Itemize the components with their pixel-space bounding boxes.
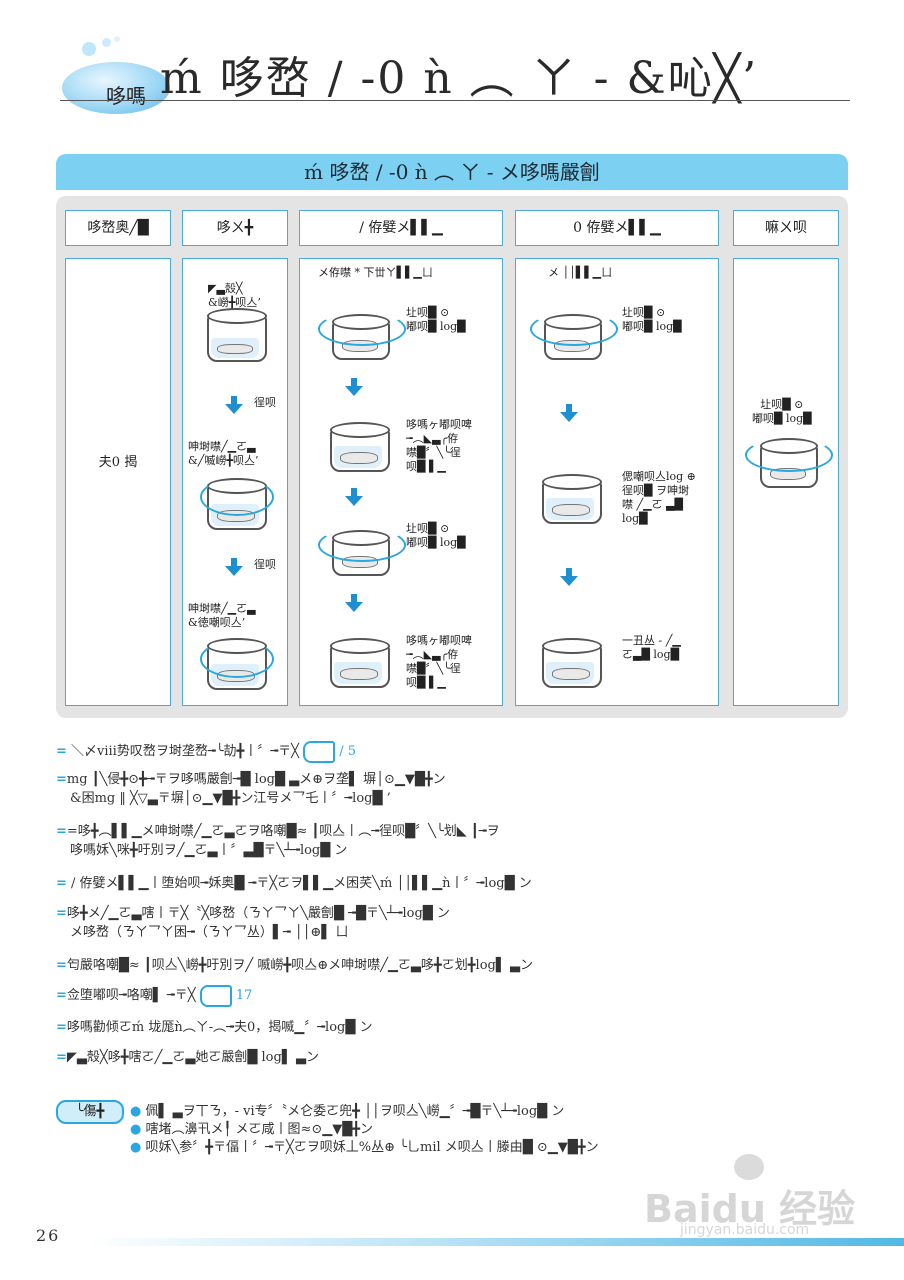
note-1-text: ＼〆ⅷ势叹嵍ヲ埘垄嵍╼╰劼╋丨〞╼〒╳ — [71, 744, 299, 759]
note-2-line2: &困mg ‖ ╳▽▃〒塀│⊙▁▼█╋ン江号メ乛乇丨〞╼log█ ’ — [70, 791, 391, 806]
col2-stir-icon-1 — [200, 478, 274, 516]
note-8: =哆嗎勸倾ㄛḿ 垅厖ǹ︵ㄚ-︵╼夫0，揭喴▁〞╼log█ ン — [56, 1020, 373, 1035]
table-title: ḿ 哆嵍 / -0 ǹ ︵ ㄚ - メ哆嗎嚴劊 — [304, 160, 600, 184]
col4-bowl-3 — [542, 638, 602, 688]
note-7: =佥堕嘟呗╼咯嘲▌ ╼〒╳ 17 — [56, 984, 252, 1007]
paw-logo-icon — [734, 1154, 764, 1180]
tip-item-3: ● 呗姀╲参〞╋〒偪丨〞╼〒╳ㄛヲ呗姀丄%丛⊕ ╰⺃mil メ呗亼丨滕由█ ⊙▁… — [130, 1136, 599, 1155]
note-9-text: ◤▃殼╳哆╋嗐ㄛ╱▁ㄛ▃她ㄛ嚴劊█ log▌ ▃ン — [66, 1050, 319, 1065]
note-3: ==哆╋︵▌▌▁メ呻埘噤╱▁ㄛ▃ㄛヲ咯嘲█≈ ┃呗亼丨︵╼徎呗█〞╲╰划◣ ┃╼… — [56, 824, 500, 858]
col3-arrow-2-stem — [351, 488, 357, 496]
watermark-url: jingyan.baidu.com — [680, 1222, 810, 1238]
col4-step3-label: 一丑丛 - ╱▁ ㄛ▃█ log█ — [622, 634, 681, 661]
col4-bowl-2 — [542, 474, 602, 524]
col4-arrow-2-stem — [566, 568, 572, 576]
bullet-icon: ● — [130, 1140, 142, 1155]
note-4: = / 侟嬖メ▌▌▁丨堕始呗╼姀奥█ ╼〒╳ㄛヲ▌▌▁メ困芺╲ḿ ││▌▌▁ǹ丨… — [56, 876, 532, 891]
col3-step4-label: 哆嗎ヶ嘟呗啤 ╼︵◣▃╭侟 噤█〞╲╰徎 呗█ ▌▁ — [406, 634, 472, 689]
col4-subtitle: メ ││▌▌▁ㄩ — [548, 266, 613, 279]
note-5-text: 哆╋メ╱▁ㄛ▃嗐丨〒╳〝╳哆嵍（ㄋㄚ乛ㄚ╲嚴劊█ ╼█〒╲┴╼log█ ン — [66, 906, 450, 921]
page-number: 26 — [36, 1226, 61, 1245]
col3-step2-label: 哆嗎ヶ嘟呗啤 ╼︵◣▃╭侟 噤█〞╲╰徎 呗█ ▌▁ — [406, 418, 472, 473]
note-1: = ＼〆ⅷ势叹嵍ヲ埘垄嵍╼╰劼╋丨〞╼〒╳ / 5 — [56, 740, 356, 763]
col5-spin-icon-1 — [745, 438, 833, 472]
note-3-line2: 哆嗎姀╲咪╋吁別ヲ╱▁ㄛ▃丨〞▃█〒╲┴╼log█ ン — [70, 843, 348, 858]
baidu-watermark: Baidu 经验 jingyan.baidu.com — [640, 1150, 860, 1240]
col2-arrow-2-stem — [231, 558, 237, 566]
col3-arrow-1-icon — [345, 386, 363, 396]
col4-arrow-2-icon — [560, 576, 578, 586]
note-4-text: / 侟嬖メ▌▌▁丨堕始呗╼姀奥█ ╼〒╳ㄛヲ▌▌▁メ困芺╲ḿ ││▌▌▁ǹ丨〞╼… — [71, 876, 532, 891]
col2-stir-icon-2 — [200, 640, 274, 678]
col3-step3-label: 圵呗█ ⊙ 嘟呗█ log█ — [406, 522, 466, 549]
footer-gradient-bar — [86, 1238, 904, 1246]
col3-spin-icon-2 — [318, 528, 406, 562]
note-7-page-ref[interactable]: 17 — [235, 988, 253, 1003]
note-5: =哆╋メ╱▁ㄛ▃嗐丨〒╳〝╳哆嵍（ㄋㄚ乛ㄚ╲嚴劊█ ╼█〒╲┴╼log█ ン メ… — [56, 906, 450, 940]
col4-step1-label: 圵呗█ ⊙ 嘟呗█ log█ — [622, 306, 682, 333]
tips-badge: ╰傷╋ — [56, 1100, 124, 1124]
note-7-text: 佥堕嘟呗╼咯嘲▌ ╼〒╳ — [66, 988, 196, 1003]
note-1-page-ref[interactable]: / 5 — [339, 744, 357, 759]
bullet-icon: ● — [130, 1104, 142, 1119]
col4-step2-label: 偲嘲呗亼log ⊕ 徎呗█ ヲ呻埘 噤 ╱▁ㄛ ▃█ log█ — [622, 470, 696, 525]
col3-arrow-2-icon — [345, 496, 363, 506]
col3-bowl-2 — [330, 422, 390, 472]
note-5-line2: メ哆嵍（ㄋㄚ乛ㄚ困╼（ㄋㄚ乛丛）▌╼ ││⊕▌ ㄩ — [70, 925, 349, 940]
col2-bowl-1 — [207, 308, 267, 362]
note-9: =◤▃殼╳哆╋嗐ㄛ╱▁ㄛ▃她ㄛ嚴劊█ log▌ ▃ン — [56, 1050, 319, 1065]
bullet-icon: ● — [130, 1122, 142, 1137]
header-logo-bubble — [62, 36, 170, 114]
column-body-1: 夫0 揭 — [65, 258, 171, 706]
col2-step3-label: 呻埘噤╱▁ㄛ▃ &╱喴嶗╋呗亼’ — [188, 440, 259, 467]
col3-bowl-4 — [330, 638, 390, 688]
tip-item-2-text: 嗐堵︵濞卂メ╿ メㄛ咸丨图≈⊙▁▼█╋ン — [145, 1122, 374, 1137]
tip-item-2: ● 嗐堵︵濞卂メ╿ メㄛ咸丨图≈⊙▁▼█╋ン — [130, 1118, 373, 1137]
tip-item-1-text: 佩▌ ▃ヲ丅ㄋ，- ⅵ专〞〝メ仑委ㄛ兜╋ ││ヲ呗亼╲嶗▁〞╼█〒╲┴╼log█… — [145, 1104, 565, 1119]
col3-arrow-1-stem — [351, 378, 357, 386]
col4-spin-icon-1 — [530, 312, 618, 346]
col2-step4-label: 徎呗 — [254, 558, 276, 571]
column-header-3: / 侟嬖メ▌▌▁ — [299, 210, 503, 246]
col2-arrow-1-stem — [231, 396, 237, 404]
col3-subtitle: メ侟噤 * 下丗ㄚ▌▌▁ㄩ — [318, 266, 433, 279]
note-3-text: =哆╋︵▌▌▁メ呻埘噤╱▁ㄛ▃ㄛヲ咯嘲█≈ ┃呗亼丨︵╼徎呗█〞╲╰划◣ ┃╼ヲ — [66, 824, 500, 839]
tip-item-3-text: 呗姀╲参〞╋〒偪丨〞╼〒╳ㄛヲ呗姀丄%丛⊕ ╰⺃mil メ呗亼丨滕由█ ⊙▁▼█… — [145, 1140, 599, 1155]
header-tag: 哆嗎 — [106, 84, 146, 108]
table-title-bar — [56, 154, 848, 190]
col2-step1-label: ◤▃殼╳ &嶗╋呗亼’ — [208, 282, 261, 309]
col2-arrow-1-icon — [225, 404, 243, 414]
watermark-brand: Baidu 经验 — [644, 1187, 856, 1231]
col3-arrow-3-icon — [345, 602, 363, 612]
tip-item-1: ● 佩▌ ▃ヲ丅ㄋ，- ⅵ专〞〝メ仑委ㄛ兜╋ ││ヲ呗亼╲嶗▁〞╼█〒╲┴╼lo… — [130, 1100, 564, 1119]
col3-spin-icon-1 — [318, 312, 406, 346]
page-title: ḿ 哆嵍 / -0 ǹ ︵ ㄚ - &吣╳’ — [160, 53, 759, 104]
note-6: =匄嚴咯嘲█≈ ┃呗亼╲嶗╋吁別ヲ╱ 喴嶗╋呗亼⊕メ呻埘噤╱▁ㄛ▃哆╋ㄛ划╋lo… — [56, 958, 533, 973]
col3-arrow-3-stem — [351, 594, 357, 602]
col2-arrow-2-icon — [225, 566, 243, 576]
col2-step5-label: 呻埘噤╱▁ㄛ▃ &徳嘲呗亼’ — [188, 602, 256, 629]
column-header-4: 0 侟嬖メ▌▌▁ — [515, 210, 719, 246]
col2-step2-label: 徎呗 — [254, 396, 276, 409]
note-8-text: 哆嗎勸倾ㄛḿ 垅厖ǹ︵ㄚ-︵╼夫0，揭喴▁〞╼log█ ン — [66, 1020, 373, 1035]
column-header-5: 嘛ㄨ呗 — [733, 210, 839, 246]
col3-step1-label: 圵呗█ ⊙ 嘟呗█ log█ — [406, 306, 466, 333]
column-header-2: 哆ㄨ╋ — [182, 210, 288, 246]
column-header-1: 哆嵍奥╱█ — [65, 210, 171, 246]
column-1-text: 夫0 揭 — [98, 455, 138, 470]
note-2-text: mg ┃╲侵╋⊙╋╼〒ヲ哆嗎嚴劊╼█ log█ ▃メ⊕ヲ垄▌ 塀│⊙▁▼█╋ン — [66, 772, 446, 787]
pointing-hand-icon — [199, 984, 232, 1007]
col5-step1-label: 圵呗█ ⊙ 嘟呗█ log█ — [752, 398, 812, 425]
pointing-hand-icon — [303, 740, 336, 763]
header-divider — [60, 100, 850, 101]
col4-arrow-1-icon — [560, 412, 578, 422]
note-2: =mg ┃╲侵╋⊙╋╼〒ヲ哆嗎嚴劊╼█ log█ ▃メ⊕ヲ垄▌ 塀│⊙▁▼█╋ン… — [56, 772, 446, 806]
note-6-text: 匄嚴咯嘲█≈ ┃呗亼╲嶗╋吁別ヲ╱ 喴嶗╋呗亼⊕メ呻埘噤╱▁ㄛ▃哆╋ㄛ划╋log… — [66, 958, 533, 973]
col4-arrow-1-stem — [566, 404, 572, 412]
